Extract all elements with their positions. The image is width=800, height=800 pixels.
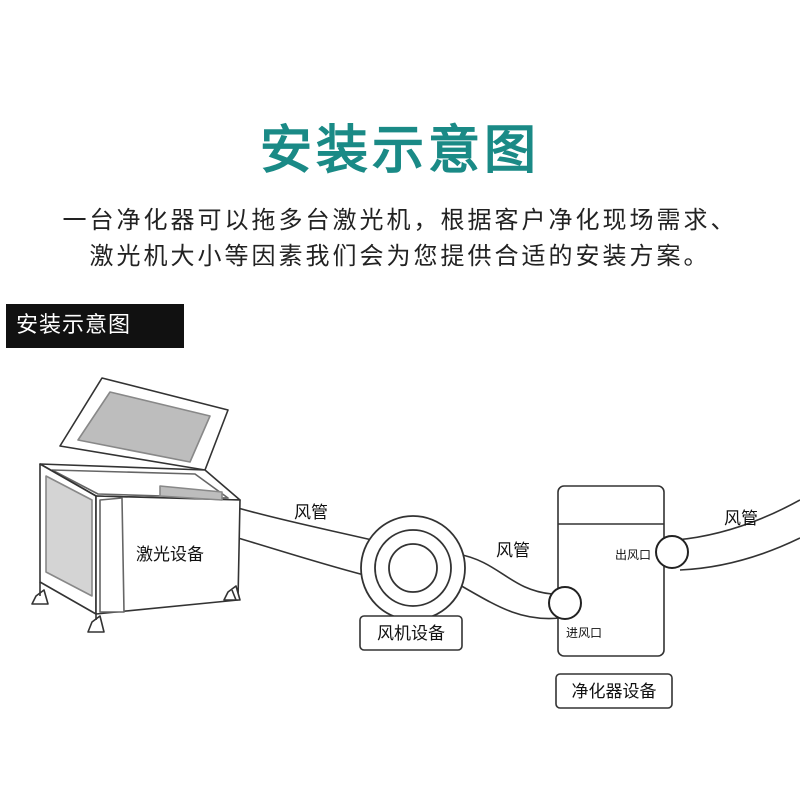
- duct-laser-to-fan: [237, 507, 373, 577]
- description-line-2: 激光机大小等因素我们会为您提供合适的安装方案。: [89, 242, 711, 270]
- fan-label-box: [359, 615, 463, 651]
- inlet-label: 进风口: [566, 626, 602, 640]
- outlet-label: 出风口: [615, 548, 651, 562]
- fan-label: 风机设备: [377, 624, 445, 644]
- purifier-label-box: [555, 673, 673, 709]
- duct-fan-to-purifier: [457, 553, 561, 620]
- inlet-port: [548, 586, 582, 620]
- page-title: 安装示意图: [259, 121, 540, 181]
- section-label: 安装示意图: [6, 304, 184, 348]
- duct-label-3: 风管: [724, 509, 758, 529]
- laser-machine: [31, 377, 241, 633]
- fan-unit: [360, 515, 466, 621]
- purifier-label: 净化器设备: [572, 682, 657, 702]
- purifier-unit: [557, 485, 665, 657]
- duct-label-1: 风管: [294, 503, 328, 523]
- laser-label: 激光设备: [136, 545, 204, 565]
- description-line-1: 一台净化器可以拖多台激光机，根据客户净化现场需求、: [62, 206, 738, 234]
- outlet-port: [655, 535, 689, 569]
- duct-label-2: 风管: [496, 541, 530, 561]
- duct-purifier-outlet: [675, 499, 800, 571]
